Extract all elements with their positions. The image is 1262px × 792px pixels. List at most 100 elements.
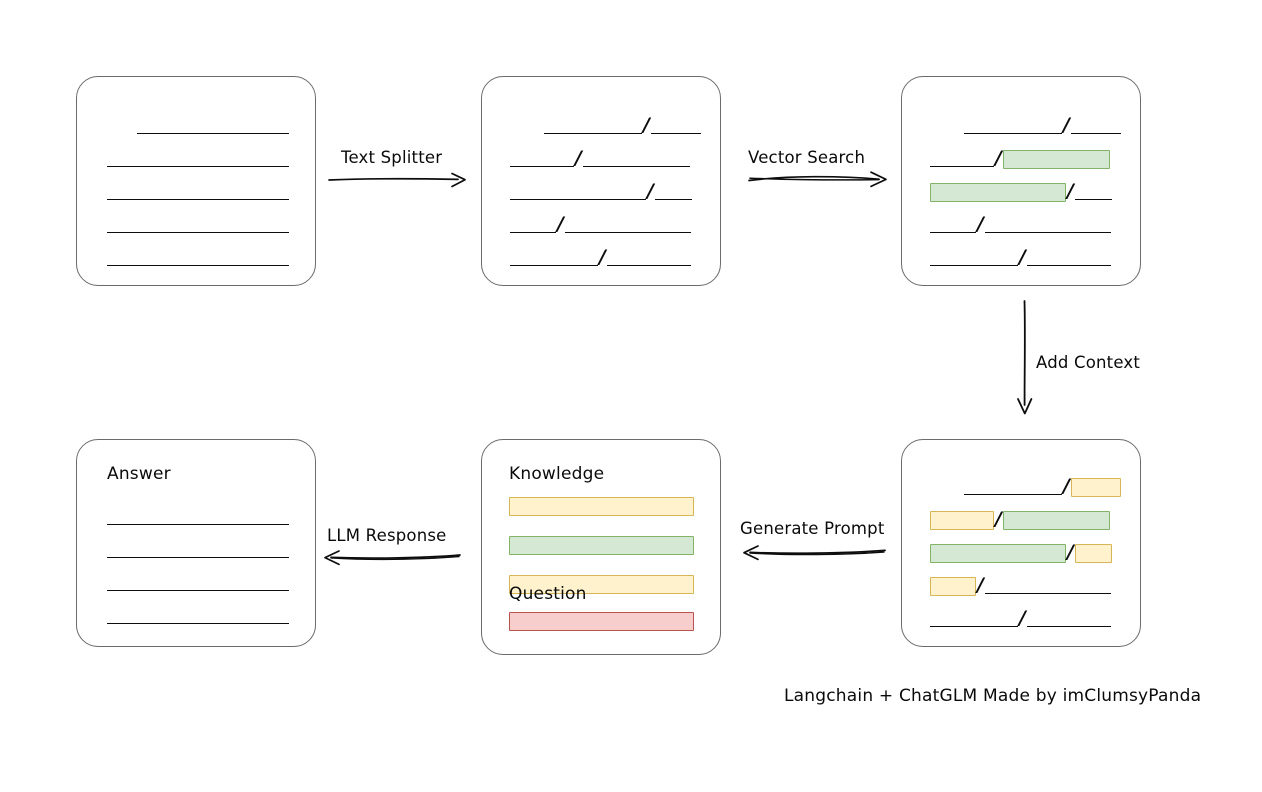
- segment-separator: /: [647, 180, 654, 202]
- arrow-text-splitter: [328, 172, 466, 188]
- arrow-llm-response: [324, 550, 461, 566]
- segment-separator: /: [977, 213, 984, 235]
- document-line: /: [482, 147, 720, 169]
- segment-separator: /: [977, 574, 984, 596]
- split-document-card[interactable]: / / / / /: [481, 76, 721, 286]
- segment-separator: /: [995, 147, 1002, 169]
- segment-separator: /: [599, 246, 606, 268]
- document-line: [77, 117, 315, 135]
- segment-separator: /: [1063, 114, 1070, 136]
- text-rule: [107, 541, 289, 559]
- highlight-chip-yellow: [930, 576, 976, 596]
- document-line: [77, 607, 315, 625]
- text-rule: [107, 216, 289, 234]
- source-document-lines: [77, 77, 315, 285]
- document-line: /: [902, 147, 1140, 169]
- document-line: [77, 150, 315, 168]
- arrow-generate-prompt: [743, 545, 886, 561]
- text-rule: [930, 249, 1018, 267]
- text-rule: [107, 574, 289, 592]
- edge-label-generate-prompt: Generate Prompt: [740, 519, 885, 538]
- text-rule: [650, 117, 701, 135]
- knowledge-bar-3: [509, 575, 694, 594]
- answer-label: Answer: [107, 464, 171, 484]
- arrow-add-context: [1017, 300, 1033, 415]
- context-document-lines: / / / / /: [902, 440, 1140, 646]
- edge-label-text-splitter: Text Splitter: [341, 148, 443, 167]
- edge-label-llm-response: LLM Response: [327, 526, 447, 545]
- segment-separator: /: [643, 114, 650, 136]
- segment-separator: /: [1019, 607, 1026, 629]
- text-rule: [984, 577, 1111, 595]
- document-line: /: [482, 180, 720, 202]
- highlight-chip-yellow: [1074, 543, 1112, 563]
- text-rule: [544, 117, 642, 135]
- document-line: /: [902, 213, 1140, 235]
- text-rule: [582, 150, 690, 168]
- document-line: [77, 574, 315, 592]
- text-rule: [107, 183, 289, 201]
- context-document-card[interactable]: / / / / /: [901, 439, 1141, 647]
- source-document-card[interactable]: [76, 76, 316, 286]
- document-line: /: [482, 114, 720, 136]
- edge-label-add-context: Add Context: [1036, 353, 1141, 372]
- text-rule: [510, 150, 574, 168]
- document-line: /: [902, 180, 1140, 202]
- segment-separator: /: [1067, 180, 1074, 202]
- segment-separator: /: [1063, 475, 1070, 497]
- document-line: [77, 216, 315, 234]
- text-rule: [654, 183, 692, 201]
- text-rule: [1026, 610, 1111, 628]
- document-line: [77, 183, 315, 201]
- knowledge-bar-1: [509, 497, 694, 516]
- knowledge-bar-2: [509, 536, 694, 555]
- answer-card[interactable]: Answer: [76, 439, 316, 647]
- highlight-chip-green: [1002, 149, 1110, 169]
- split-document-lines: / / / / /: [482, 77, 720, 285]
- segment-separator: /: [557, 213, 564, 235]
- text-rule: [510, 183, 646, 201]
- segment-separator: /: [575, 147, 582, 169]
- document-line: /: [482, 213, 720, 235]
- document-line: /: [482, 246, 720, 268]
- document-line: [77, 541, 315, 559]
- question-bar-1: [509, 612, 694, 631]
- edge-label-vector-search: Vector Search: [748, 148, 866, 167]
- text-rule: [930, 610, 1018, 628]
- text-rule: [510, 249, 598, 267]
- prompt-card[interactable]: Knowledge Question: [481, 439, 721, 655]
- text-rule: [984, 216, 1111, 234]
- segment-separator: /: [1019, 246, 1026, 268]
- text-rule: [1026, 249, 1111, 267]
- text-rule: [564, 216, 691, 234]
- document-line: [77, 508, 315, 526]
- highlight-chip-green: [930, 543, 1066, 563]
- highlight-chip-green: [930, 182, 1066, 202]
- text-rule: [606, 249, 691, 267]
- knowledge-label: Knowledge: [509, 464, 605, 484]
- text-rule: [107, 607, 289, 625]
- highlight-chip-yellow: [1070, 477, 1121, 497]
- document-line: /: [902, 114, 1140, 136]
- matched-document-lines: / / / / /: [902, 77, 1140, 285]
- text-rule: [964, 478, 1062, 496]
- document-line: /: [902, 246, 1140, 268]
- document-line: /: [902, 475, 1140, 497]
- highlight-chip-green: [1002, 510, 1110, 530]
- text-rule: [930, 150, 994, 168]
- text-rule: [930, 216, 976, 234]
- text-rule: [107, 249, 289, 267]
- text-rule: [1074, 183, 1112, 201]
- question-label: Question: [509, 584, 587, 604]
- document-line: /: [902, 510, 1140, 530]
- footer-credit: Langchain + ChatGLM Made by imClumsyPand…: [784, 686, 1202, 706]
- highlight-chip-yellow: [930, 510, 994, 530]
- text-rule: [964, 117, 1062, 135]
- text-rule: [510, 216, 556, 234]
- segment-separator: /: [1067, 541, 1074, 563]
- text-rule: [1070, 117, 1121, 135]
- document-line: /: [902, 541, 1140, 563]
- answer-lines: [77, 440, 315, 646]
- matched-document-card[interactable]: / / / / /: [901, 76, 1141, 286]
